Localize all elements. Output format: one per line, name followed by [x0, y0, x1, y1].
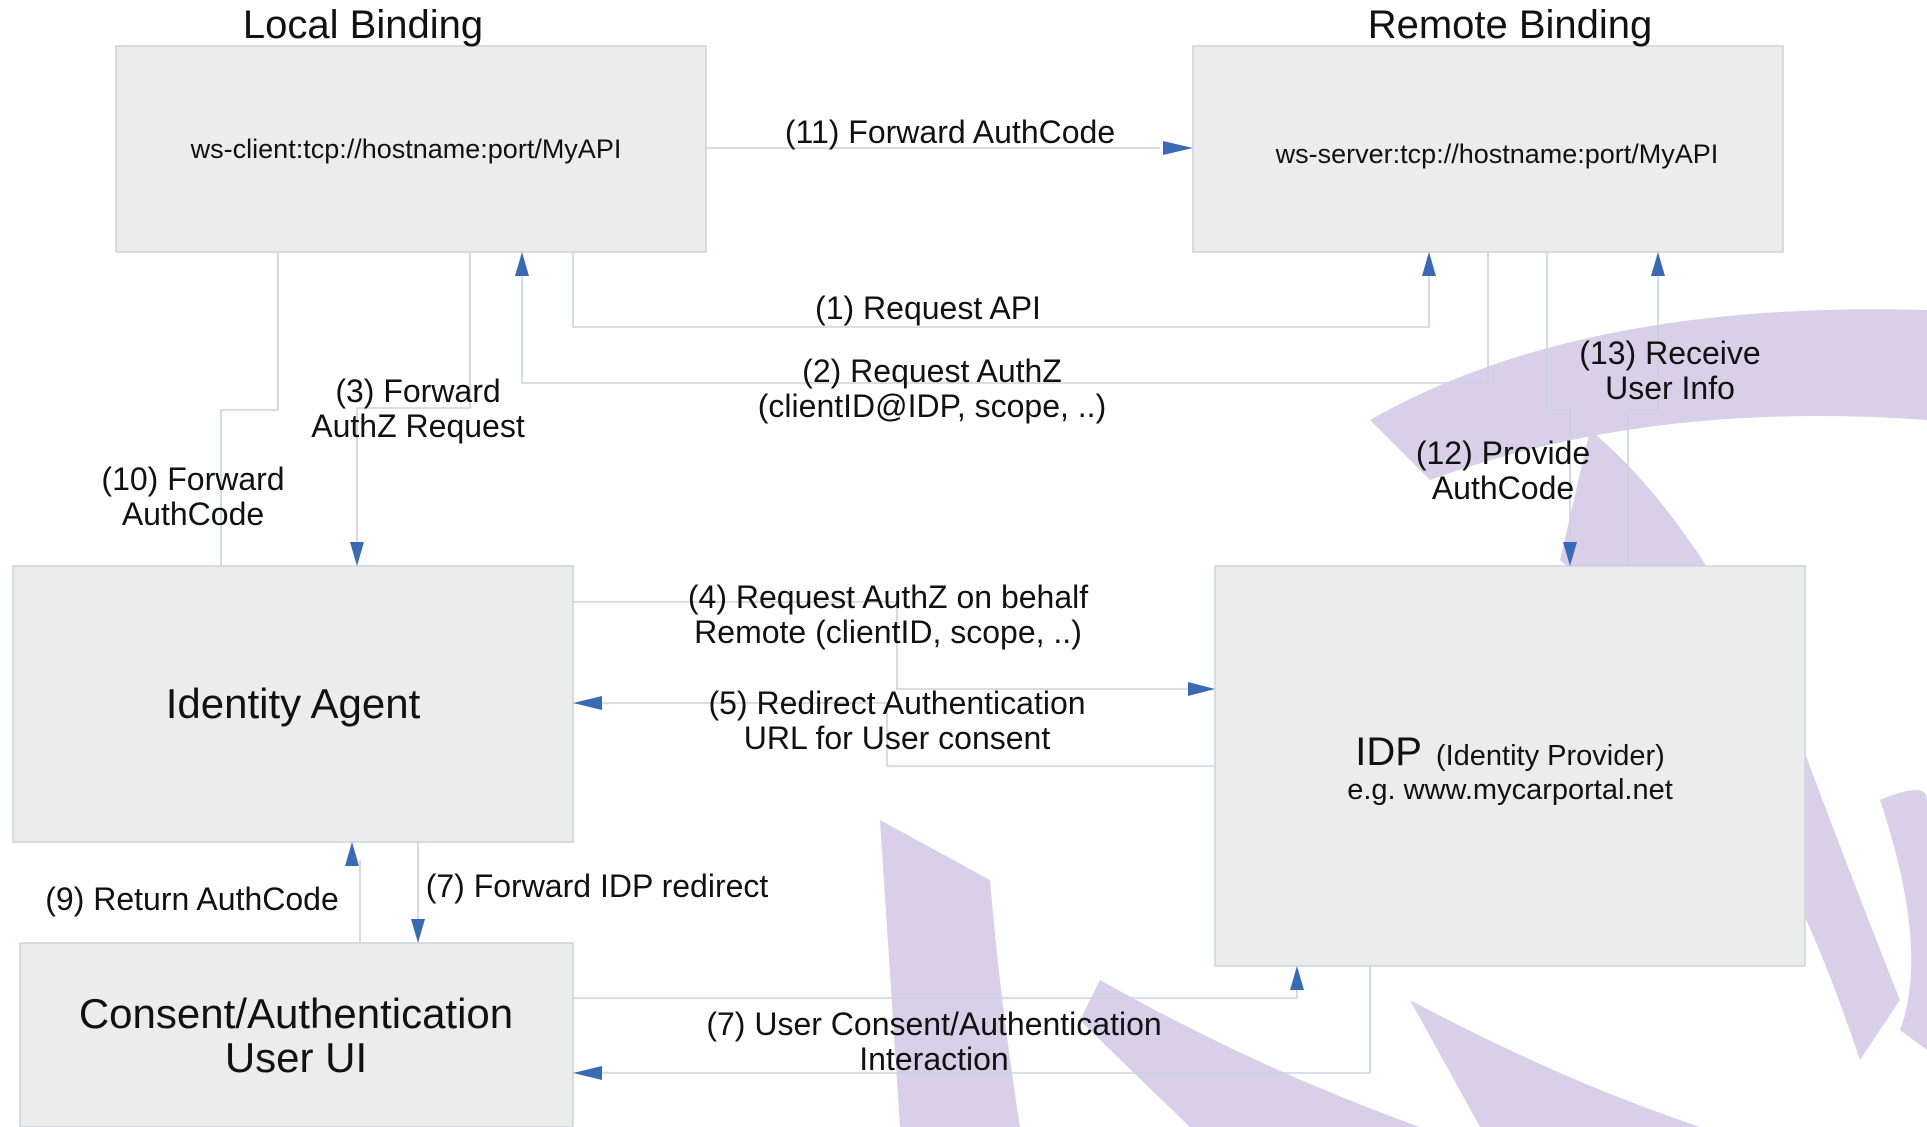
idp-title: IDP (Identity Provider)	[1355, 730, 1665, 774]
edge-12-label-line1: (12) Provide	[1416, 435, 1590, 471]
edge-3-line	[356, 252, 471, 546]
edge-7-user-line-up	[573, 990, 1298, 999]
identity-agent-box	[12, 565, 574, 843]
edge-13-label-line1: (13) Receive	[1579, 335, 1760, 371]
idp-example-label: e.g. www.mycarportal.net	[1347, 774, 1673, 806]
edge-5-label-line1: (5) Redirect Authentication	[708, 685, 1085, 721]
edge-13-label-line2: User Info	[1605, 370, 1735, 406]
edge-13-line	[1627, 268, 1659, 566]
arrowhead-9	[345, 842, 359, 866]
local-binding-title: Local Binding	[243, 3, 483, 47]
arrowhead-2	[515, 252, 529, 276]
edge-10-label-line1: (10) Forward	[101, 461, 284, 497]
edge-2-line	[521, 252, 1489, 384]
consent-ui-box	[19, 942, 574, 1127]
idp-paren-label: (Identity Provider)	[1436, 740, 1665, 772]
edge-1-label: (1) Request API	[815, 290, 1041, 326]
arrowhead-5	[573, 696, 602, 710]
edge-4-line	[573, 601, 1195, 690]
arrowhead-12	[1563, 542, 1577, 566]
idp-main-label: IDP	[1355, 730, 1422, 774]
connectors	[220, 147, 1659, 1074]
edge-7-user-label-line2: Interaction	[859, 1041, 1008, 1077]
edge-12-line	[1546, 252, 1571, 548]
consent-label-line1: Consent/Authentication	[79, 990, 513, 1037]
idp-box	[1214, 565, 1806, 967]
edge-7-user-label-line1: (7) User Consent/Authentication	[706, 1006, 1161, 1042]
edge-12-label-line2: AuthCode	[1432, 470, 1574, 506]
local-binding-box	[115, 45, 707, 253]
arrowhead-7-user-down	[573, 1066, 602, 1080]
edge-7-user-line-down	[592, 966, 1371, 1074]
edge-9-label: (9) Return AuthCode	[45, 881, 339, 917]
edge-11-label: (11) Forward AuthCode	[785, 114, 1115, 150]
edge-10-line	[220, 252, 279, 566]
ws-server-label: ws-server:tcp://hostname:port/MyAPI	[1275, 139, 1719, 169]
arrowheads	[345, 141, 1665, 1080]
arrowhead-3	[350, 542, 364, 566]
edge-5-label-line2: URL for User consent	[744, 720, 1051, 756]
edge-3-label-line1: (3) Forward	[335, 373, 500, 409]
edge-2-label-line1: (2) Request AuthZ	[802, 353, 1062, 389]
arrowhead-7-forward	[411, 919, 425, 943]
identity-agent-label: Identity Agent	[166, 680, 421, 727]
edge-4-label-line1: (4) Request AuthZ on behalf	[688, 579, 1088, 615]
edge-1-line	[572, 252, 1430, 328]
edge-3-label-line2: AuthZ Request	[311, 408, 525, 444]
remote-binding-title: Remote Binding	[1368, 3, 1653, 47]
edge-10-label-line2: AuthCode	[122, 496, 264, 532]
edge-4-label-line2: Remote (clientID, scope, ..)	[694, 614, 1082, 650]
arrowhead-13	[1651, 252, 1665, 276]
consent-label-line2: User UI	[225, 1034, 367, 1081]
arrowhead-11	[1163, 141, 1193, 155]
edge-7-forward-label: (7) Forward IDP redirect	[426, 868, 769, 904]
ws-client-label: ws-client:tcp://hostname:port/MyAPI	[190, 134, 622, 164]
arrowhead-4	[1188, 682, 1215, 696]
edge-2-label-line2: (clientID@IDP, scope, ..)	[758, 388, 1106, 424]
arrowhead-7-user-up	[1290, 966, 1304, 990]
edge-5-line	[592, 702, 1215, 767]
arrowhead-1	[1422, 252, 1436, 276]
